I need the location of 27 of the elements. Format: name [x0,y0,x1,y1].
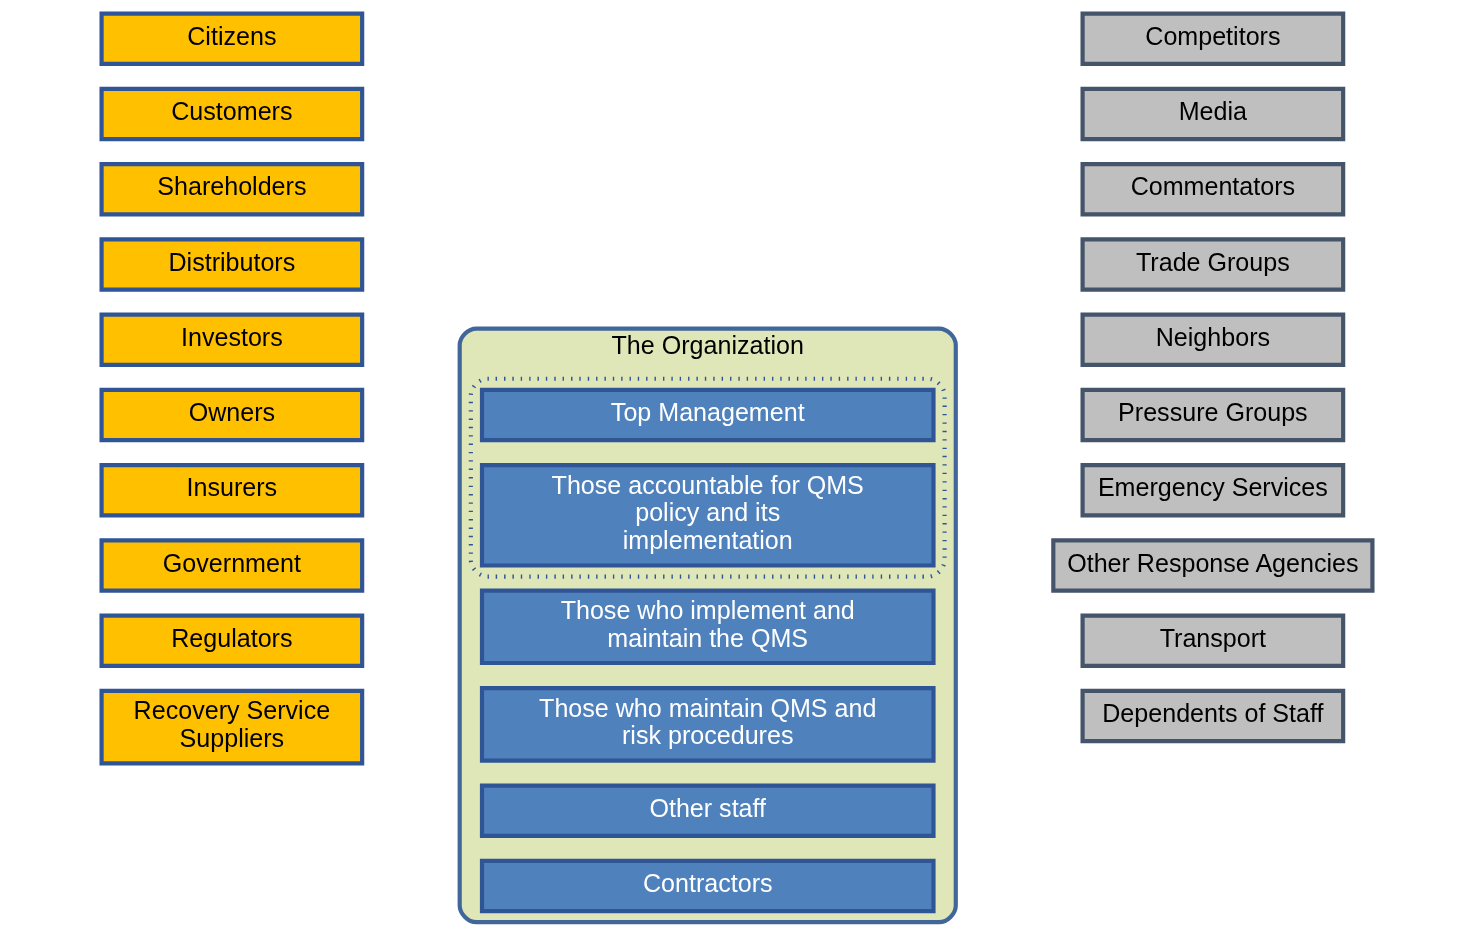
node-box: Those who maintain QMS and risk procedures [479,686,936,763]
node-box: Customers [99,86,365,142]
node-box: Those who implement and maintain the QMS [479,588,936,666]
node-box: Contractors [479,858,936,914]
node-box: Insurers [99,463,365,518]
node-box: Neighbors [1080,312,1346,367]
node-box: Regulators [99,613,365,668]
node-box: Dependents of Staff [1080,688,1346,744]
node-box: Government [99,538,365,593]
node-box: Competitors [1080,11,1346,66]
node-box: Media [1080,86,1346,142]
node-box: Commentators [1080,162,1346,217]
node-box: Other Response Agencies [1051,538,1375,593]
node-box: Emergency Services [1080,463,1346,518]
node-box: Transport [1080,613,1346,668]
node-box: Trade Groups [1080,237,1346,292]
node-box: Owners [99,387,365,443]
node-box: Pressure Groups [1080,387,1346,443]
node-box: Recovery Service Suppliers [99,688,365,766]
node-box: Shareholders [99,162,365,217]
node-box: Top Management [479,387,936,443]
node-box: Citizens [99,11,365,66]
node-box: Other staff [479,783,936,838]
node-box: Those accountable for QMS policy and its implementation [479,463,936,568]
node-box: Investors [99,312,365,367]
node-box: Distributors [99,237,365,292]
cluster [468,376,947,579]
